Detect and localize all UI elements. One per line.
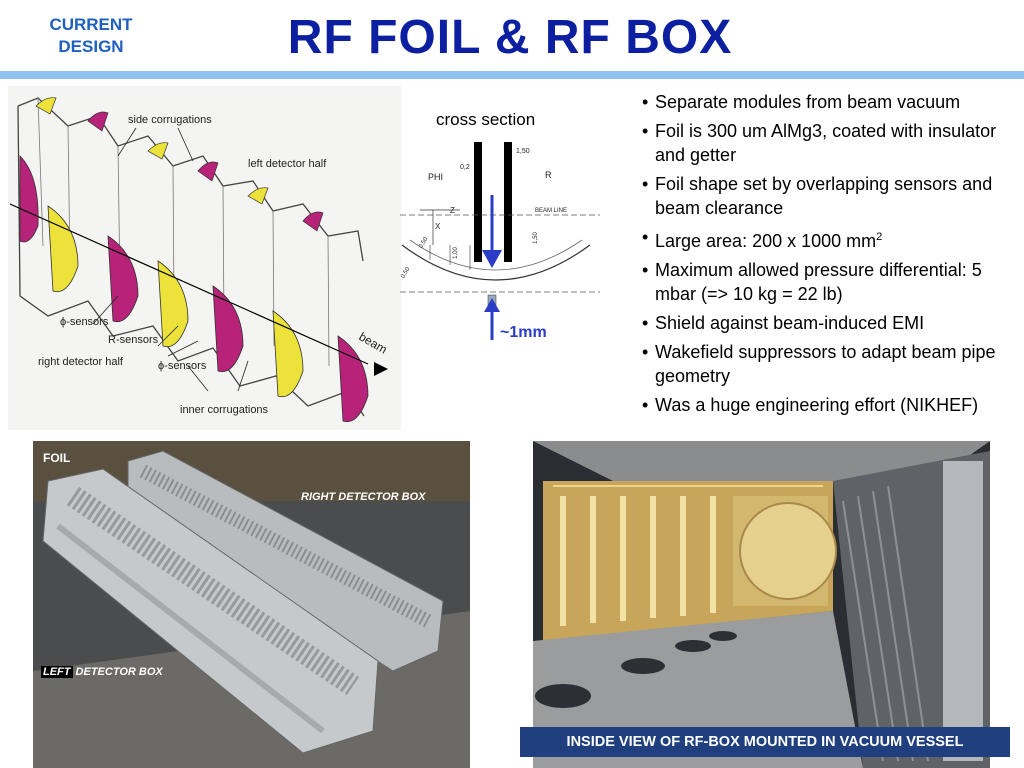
label-inner-corrugations: inner corrugations bbox=[180, 404, 269, 416]
gap-label: ~1mm bbox=[500, 324, 547, 341]
label-left-word: LEFT bbox=[41, 666, 73, 678]
label-side-corrugations: side corrugations bbox=[128, 114, 212, 126]
label-x: X bbox=[435, 222, 441, 231]
rf-box-inside-image bbox=[533, 441, 990, 768]
dim-b: 1,50 bbox=[532, 232, 539, 244]
dim-top: 1,50 bbox=[516, 148, 530, 155]
photo-detector-boxes: FOIL RIGHT DETECTOR BOX LEFT DETECTOR BO… bbox=[33, 441, 470, 768]
section-tag-line1: CURRENT bbox=[49, 15, 133, 34]
label-beam-line: BEAM LINE bbox=[535, 208, 568, 214]
photo-rf-box-inside bbox=[533, 441, 990, 768]
dim-c: 1,00 bbox=[452, 247, 459, 259]
r-sensor-shapes bbox=[19, 111, 369, 423]
bullet-item: Foil shape set by overlapping sensors an… bbox=[640, 172, 1020, 220]
rf-foil-diagram: side corrugations left detector half ϕ-s… bbox=[8, 86, 401, 430]
photo-caption: INSIDE VIEW OF RF-BOX MOUNTED IN VACUUM … bbox=[520, 727, 1010, 757]
section-tag: CURRENT DESIGN bbox=[40, 14, 142, 58]
section-tag-line2: DESIGN bbox=[58, 37, 124, 56]
photo-tag-foil: FOIL bbox=[43, 451, 71, 465]
bullet-text: Large area: 200 x 1000 mm bbox=[655, 231, 877, 251]
superscript: 2 bbox=[876, 231, 883, 243]
label-phi-sensors-2: ϕ-sensors bbox=[158, 360, 207, 372]
label-phi-sensors-1: ϕ-sensors bbox=[60, 316, 109, 328]
cross-section-drawing bbox=[400, 142, 600, 340]
phi-sensor-shapes bbox=[35, 97, 304, 398]
label-r-sensors: R-sensors bbox=[108, 334, 159, 346]
cross-section-title: cross section bbox=[436, 110, 536, 129]
bullet-item: Was a huge engineering effort (NIKHEF) bbox=[640, 393, 1020, 417]
bullet-list: Separate modules from beam vacuum Foil i… bbox=[640, 90, 1020, 422]
cross-section-diagram: cross section PHI R Z X BEAM LINE 1,50 0… bbox=[400, 100, 602, 350]
bullet-item: Maximum allowed pressure differential: 5… bbox=[640, 258, 1020, 306]
title-divider bbox=[0, 71, 1024, 79]
bullet-item: Shield against beam-induced EMI bbox=[640, 311, 1020, 335]
label-phi: PHI bbox=[428, 172, 444, 182]
label-left-detector-box: LEFT DETECTOR BOX bbox=[41, 666, 163, 678]
slide-title: RF FOIL & RF BOX bbox=[287, 11, 733, 64]
label-left-rest: DETECTOR BOX bbox=[72, 666, 163, 678]
label-z: Z bbox=[450, 206, 455, 215]
rf-foil-drawing bbox=[9, 97, 388, 423]
bullet-item: Foil is 300 um AlMg3, coated with insula… bbox=[640, 119, 1020, 167]
dim-a: 0,2 bbox=[460, 164, 470, 171]
bullet-item: Large area: 200 x 1000 mm2 bbox=[640, 225, 1020, 253]
bullet-item: Separate modules from beam vacuum bbox=[640, 90, 1020, 114]
detector-boxes-image bbox=[33, 441, 470, 768]
label-right-detector-half: right detector half bbox=[38, 356, 123, 368]
label-right-detector-box: RIGHT DETECTOR BOX bbox=[301, 491, 426, 503]
bullet-item: Wakefield suppressors to adapt beam pipe… bbox=[640, 340, 1020, 388]
label-left-detector-half: left detector half bbox=[248, 158, 327, 170]
label-r: R bbox=[545, 170, 552, 180]
